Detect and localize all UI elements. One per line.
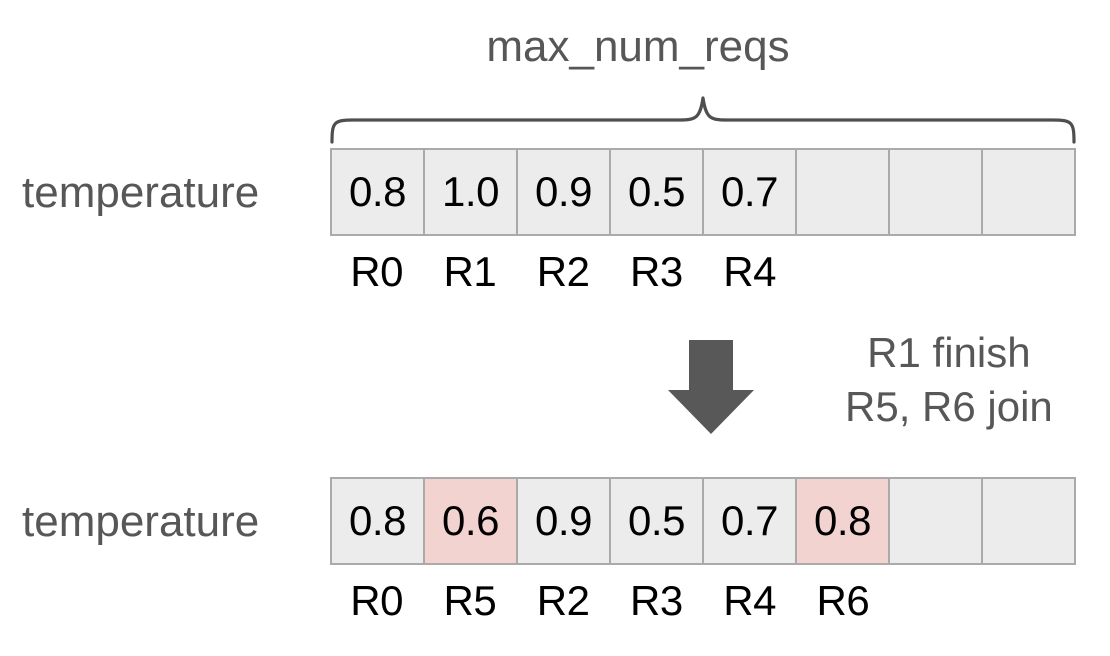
array-cell: 0.7 xyxy=(704,150,797,234)
request-id-label xyxy=(796,248,889,296)
array-cell: 1.0 xyxy=(425,150,518,234)
down-arrow-icon xyxy=(666,340,756,436)
temperature-array-before: 0.8 1.0 0.9 0.5 0.7 xyxy=(330,148,1076,236)
request-id-label: R0 xyxy=(350,248,403,295)
transition-note: R1 finish R5, R6 join xyxy=(845,326,1053,434)
request-id-label: R4 xyxy=(723,577,776,624)
brace-title: max_num_reqs xyxy=(0,22,1110,72)
array-cell xyxy=(890,150,983,234)
array-cell xyxy=(797,150,890,234)
array-cell xyxy=(983,479,1074,563)
request-id-label: R3 xyxy=(630,577,683,624)
request-id-label: R6 xyxy=(816,577,870,624)
request-id-label: R5 xyxy=(443,577,497,624)
request-id-label: R2 xyxy=(536,577,590,624)
request-id-label xyxy=(983,577,1076,625)
temperature-array-after: 0.8 0.6 0.9 0.5 0.7 0.8 xyxy=(330,477,1076,565)
array-cell: 0.7 xyxy=(704,479,797,563)
array-cell: 0.8 xyxy=(332,150,425,234)
row-label-after: temperature xyxy=(22,497,260,546)
request-id-label: R4 xyxy=(723,248,776,295)
array-cell: 0.8 xyxy=(332,479,425,563)
request-id-label xyxy=(890,248,983,296)
array-cell-highlighted: 0.8 xyxy=(797,479,890,563)
array-cell-highlighted: 0.6 xyxy=(425,479,518,563)
request-id-label: R2 xyxy=(536,248,590,295)
request-id-label xyxy=(983,248,1076,296)
array-cell: 0.5 xyxy=(611,150,704,234)
request-id-label xyxy=(890,577,983,625)
brace-title-text: max_num_reqs xyxy=(486,22,790,71)
transition-note-line-2: R5, R6 join xyxy=(845,383,1053,430)
array-cell: 0.9 xyxy=(518,150,611,234)
row-label-before: temperature xyxy=(22,168,260,217)
array-cell: 0.5 xyxy=(611,479,704,563)
array-cell: 0.9 xyxy=(518,479,611,563)
array-cell xyxy=(983,150,1074,234)
transition-note-line-1: R1 finish xyxy=(867,329,1031,376)
request-ids-after: R0 R5 R2 R3 R4 R6 xyxy=(330,577,1076,625)
request-id-label: R3 xyxy=(630,248,683,295)
array-cell xyxy=(890,479,983,563)
max-num-reqs-brace xyxy=(330,96,1076,144)
request-ids-before: R0 R1 R2 R3 R4 xyxy=(330,248,1076,296)
request-id-label: R1 xyxy=(443,248,497,295)
request-id-label: R0 xyxy=(350,577,403,624)
